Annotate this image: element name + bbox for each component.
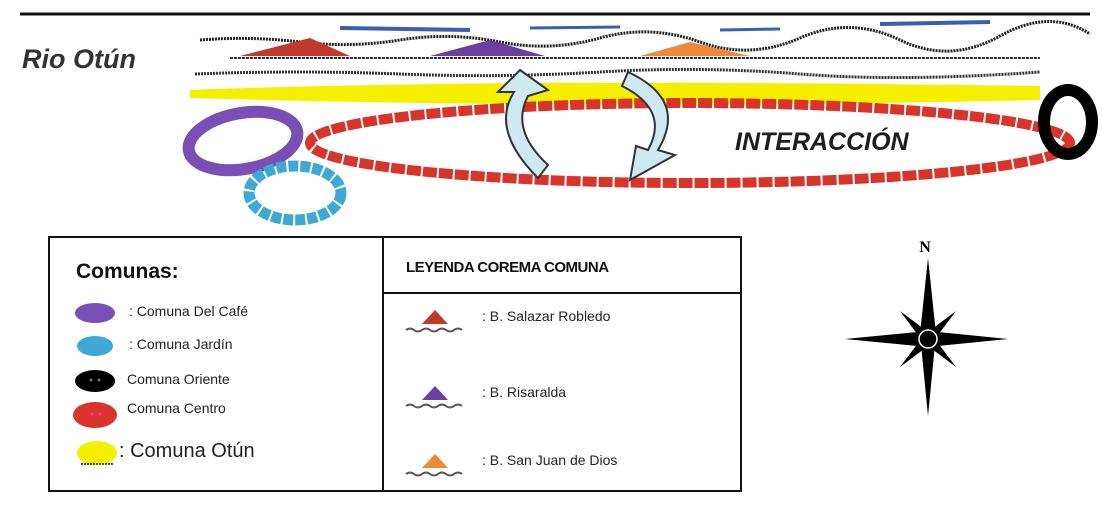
legend-item-salazar-robledo: : B. Salazar Robledo bbox=[402, 300, 722, 340]
legend-item-label: : Comuna Del Café bbox=[129, 303, 249, 319]
san-juan-de-dios-marker bbox=[640, 42, 750, 56]
legend-item-risaralda: : B. Risaralda bbox=[402, 376, 722, 416]
interaction-arrow-left bbox=[495, 68, 551, 180]
river-label: Rio Otún bbox=[22, 44, 136, 74]
oriente-ring bbox=[1038, 84, 1098, 160]
river-blue-streak bbox=[719, 27, 781, 32]
river-blue-streak bbox=[339, 26, 471, 32]
legend-item-label: Comuna Centro bbox=[127, 400, 226, 416]
black-ring-swatch bbox=[75, 370, 115, 392]
corema-legend-title: LEYENDA COREMA COMUNA bbox=[384, 238, 740, 294]
communes-legend-box: Comunas: : Comuna Del Café : Comuna Jard… bbox=[48, 236, 384, 492]
jardin-ring bbox=[243, 160, 347, 226]
legend-item-label: : B. Risaralda bbox=[482, 384, 567, 400]
corema-legend-box: LEYENDA COREMA COMUNA : B. Salazar Roble… bbox=[382, 236, 742, 492]
legend-item-label: : B. Salazar Robledo bbox=[482, 308, 611, 324]
river-wavy-line bbox=[199, 20, 1091, 53]
centro-ring bbox=[305, 98, 1075, 188]
legend-item-label: : Comuna Jardín bbox=[129, 336, 233, 352]
river-wavy-line-lower bbox=[194, 67, 1041, 80]
river-blue-streak bbox=[879, 20, 991, 26]
legend-item-san-juan-de-dios: : B. San Juan de Dios bbox=[402, 444, 722, 484]
corema-diagram bbox=[20, 12, 1098, 226]
compass-rose-icon: N bbox=[845, 239, 1008, 416]
legend-item-label: : B. San Juan de Dios bbox=[482, 452, 618, 468]
river-blue-streak bbox=[529, 25, 621, 30]
purple-triangle-icon bbox=[405, 386, 463, 409]
yellow-band-swatch bbox=[77, 441, 117, 465]
interaction-label: INTERACCIÓN bbox=[735, 128, 909, 156]
compass: N bbox=[840, 236, 1020, 431]
red-triangle-icon bbox=[405, 310, 463, 333]
red-ring-swatch bbox=[73, 402, 117, 428]
legend-item-label: : Comuna Otún bbox=[119, 440, 255, 462]
salazar-robledo-marker bbox=[240, 38, 350, 56]
purple-ring-swatch bbox=[75, 303, 115, 323]
north-label: N bbox=[919, 239, 931, 256]
interaction-arrow-right bbox=[620, 70, 678, 182]
legend-item-label: Comuna Oriente bbox=[127, 371, 230, 387]
communes-legend-title: Comunas: bbox=[76, 260, 179, 283]
otun-band bbox=[190, 82, 1040, 105]
risaralda-marker bbox=[430, 40, 545, 56]
blue-ring-swatch bbox=[77, 336, 113, 356]
orange-triangle-icon bbox=[405, 454, 463, 477]
cafe-ring bbox=[182, 105, 304, 177]
